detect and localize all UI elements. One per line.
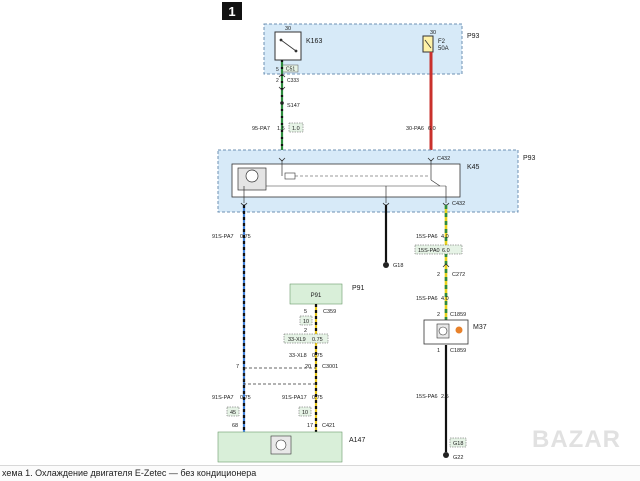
splice-s147-label: S147	[287, 103, 300, 109]
c421-pin-left: 68	[232, 423, 238, 429]
badge-10-bottom-label: 10	[302, 410, 308, 416]
p91-label: P91	[352, 285, 365, 292]
wire-15s-pa0-label: 15S-PA0	[418, 248, 440, 254]
wire-15s-pa6-label: 15S-PA6	[416, 234, 438, 240]
k45-switch	[430, 179, 441, 187]
wire-91s-pa7-label: 91S-PA7	[212, 234, 234, 240]
wire-95-pa7-box	[288, 122, 304, 133]
wire-15s-pa0-size: 6.0	[442, 248, 450, 254]
wire-95-pa7-size: 1.5	[277, 126, 285, 132]
p91-box-label: P91	[311, 293, 322, 299]
connector-c1859-top: C1859	[450, 312, 466, 318]
wire-91s-pa17-size: 0.75	[312, 395, 323, 401]
wire-33-xl9-size: 0.75	[312, 337, 323, 343]
relay-k163-box	[274, 31, 302, 61]
c359-pin-a: 5	[304, 309, 307, 315]
c359-pin-b: 2	[304, 328, 307, 334]
wire-30-pa6-label: 30-PA6	[406, 126, 424, 132]
wire-91s-pa7-size: 0.75	[240, 234, 251, 240]
badge-45-label: 45	[230, 410, 236, 416]
wire-15s-pa6-size: 4.0	[441, 234, 449, 240]
wire-33-xl8-label: 33-XL8	[289, 353, 307, 359]
wire-33-xl8-size: 0.75	[312, 353, 323, 359]
fan-m37-label: M37	[473, 324, 487, 331]
c3001-link-lower	[243, 368, 316, 385]
wire-95-pa7-label: 95-PA7	[252, 126, 270, 132]
k45-pin-arrow-right	[427, 157, 435, 162]
c421-pin-right: 17	[307, 423, 313, 429]
relay-switch-pivot	[279, 38, 283, 42]
wire-91s-pa7-lower-size: 0.75	[240, 395, 251, 401]
wire-15s-pa6-mid-label: 15S-PA6	[416, 296, 438, 302]
k45-motor-icon	[245, 169, 259, 183]
fan-icon	[438, 326, 448, 336]
c333-arrow	[278, 73, 286, 78]
connector-c359: C359	[323, 309, 336, 315]
connector-c432-top: C432	[437, 156, 450, 162]
module-k45-box	[231, 163, 461, 198]
c333-arrow-down	[278, 86, 286, 91]
top-block-label: P93	[467, 33, 480, 40]
relay-switch-contact	[280, 39, 297, 52]
connector-c3001: C3001	[322, 364, 338, 370]
watermark: BAZAR	[532, 426, 621, 453]
connector-c421: C421	[322, 423, 335, 429]
k45-relay-coil	[284, 172, 296, 180]
badge-10-top	[299, 315, 313, 326]
wire-33-xl9-label: 33-XL9	[288, 337, 306, 343]
fuse-f2-rating: 50A	[438, 46, 449, 52]
connector-c432-bottom: C432	[452, 201, 465, 207]
ground-box-label: G18	[453, 441, 463, 447]
ground-g18-label: G18	[393, 263, 403, 269]
wire-15s-pa6-mid-size: 4.0	[441, 296, 449, 302]
wire-33-xl9-box	[283, 333, 329, 344]
wire-91s-pa7-lower-label: 91S-PA7	[212, 395, 234, 401]
diagram-caption: хема 1. Охлаждение двигателя E-Zetec — б…	[0, 465, 640, 481]
ground-g22-label: G22	[453, 455, 463, 461]
relay-k163-label: K163	[306, 38, 322, 45]
diagram-number: 1	[228, 4, 235, 19]
fuse-pin: 30	[430, 30, 436, 36]
badge-45	[226, 406, 240, 417]
c1859-pin-top: 2	[437, 312, 440, 318]
diagram-number-box	[222, 2, 242, 20]
wire-15s-pa6-ground-label: 15S-PA6	[416, 394, 438, 400]
badge-10-bottom	[298, 406, 312, 417]
module-a147-label: A147	[349, 437, 365, 444]
relay-pin: 30	[285, 26, 291, 32]
c3001-pin-left: 7	[236, 364, 239, 370]
c272-arrow	[442, 263, 450, 268]
connector-c272: C272	[452, 272, 465, 278]
wire-91s-pa17-label: 91S-PA17	[282, 395, 307, 401]
wire-15s-pa0-box	[414, 244, 463, 255]
badge-10-top-label: 10	[303, 319, 309, 325]
connector-c333: C333	[287, 78, 299, 84]
fuse-f2-icon	[424, 39, 432, 49]
connector-c51: C51	[286, 67, 295, 73]
c272-pin: 2	[437, 272, 440, 278]
fan-motor-icon	[455, 326, 463, 334]
ground-g22-symbol	[443, 452, 449, 458]
c333-pin-b: 2	[276, 78, 279, 84]
wire-95-pa7-box-value: 1.0	[292, 126, 300, 132]
module-k45-label: K45	[467, 164, 480, 171]
fuse-f2-label: F2	[438, 39, 446, 45]
wire-15s-pa6-ground-size: 2.5	[441, 394, 449, 400]
mid-block-label: P93	[523, 155, 536, 162]
ground-g18-symbol	[383, 262, 389, 268]
wire-30-pa6-size: 6.0	[428, 126, 436, 132]
module-a147-icon	[275, 439, 287, 451]
c3001-pin-right: 20	[305, 364, 311, 370]
c1859-pin-bottom: 1	[437, 348, 440, 354]
k45-pin-arrow-left	[278, 157, 286, 162]
splice-s147	[280, 101, 284, 105]
ground-box	[449, 437, 467, 448]
relay-switch-end	[294, 49, 298, 53]
c333-pin-a: 5	[276, 67, 279, 73]
connector-c1859-bottom: C1859	[450, 348, 466, 354]
